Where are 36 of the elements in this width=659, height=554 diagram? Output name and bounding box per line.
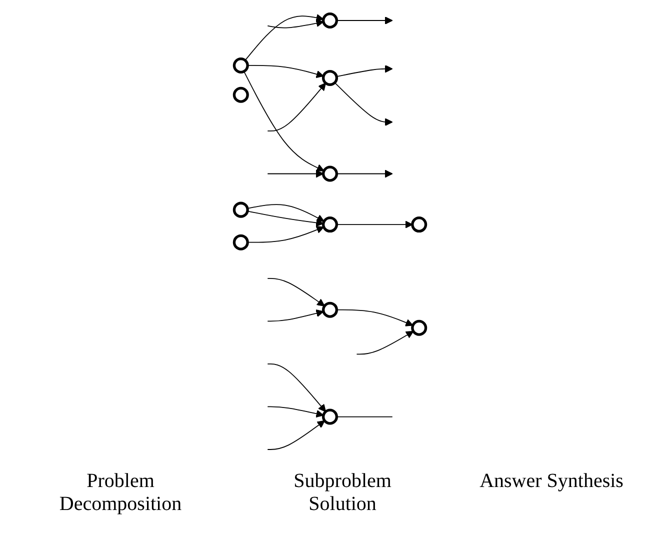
arrow	[336, 170, 392, 178]
state-circle	[232, 86, 248, 103]
state-circle	[321, 216, 338, 233]
arrow	[356, 330, 414, 355]
group-caption: Problem Decomposition	[58, 470, 183, 516]
arrow	[266, 278, 324, 306]
arrow	[266, 19, 324, 28]
state-circle	[321, 408, 338, 425]
state-circle	[410, 216, 427, 233]
arrow	[336, 16, 392, 24]
arrow	[246, 204, 324, 222]
arrow	[336, 64, 392, 78]
state-circle	[321, 12, 338, 29]
arrow	[336, 309, 413, 326]
arrow	[266, 309, 324, 322]
state-circle	[321, 70, 338, 86]
arrow	[243, 71, 324, 172]
arrow	[266, 420, 324, 450]
arrow	[246, 226, 324, 243]
arrow	[266, 406, 324, 418]
state-circle	[232, 202, 248, 218]
state-circle	[321, 302, 338, 318]
group-caption: Answer Synthesis	[480, 470, 624, 494]
arrow	[266, 170, 324, 178]
arrow	[336, 220, 412, 228]
arrow	[246, 210, 324, 227]
arrow	[246, 65, 324, 78]
state-circle	[232, 234, 248, 250]
arrow	[266, 364, 326, 412]
group-caption: Subproblem Solution	[292, 470, 392, 516]
state-circle	[232, 57, 248, 74]
arrow	[244, 14, 324, 61]
state-circle	[321, 166, 338, 182]
arrow	[334, 82, 392, 126]
state-circle	[410, 320, 427, 336]
arrow	[266, 82, 326, 132]
